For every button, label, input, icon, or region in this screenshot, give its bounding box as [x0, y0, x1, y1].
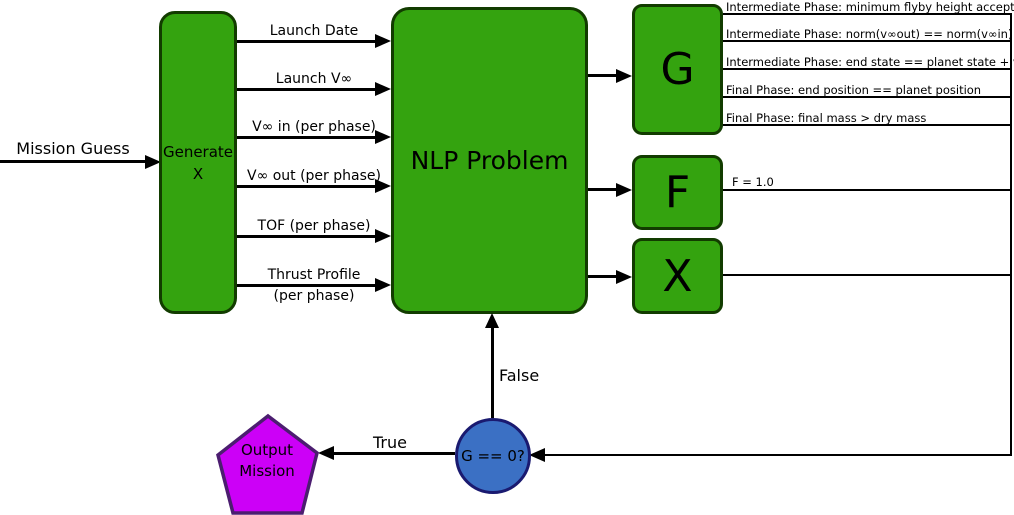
input-label-tof: TOF (per phase)	[257, 218, 371, 234]
nlp-to-g-arrowhead-icon	[616, 69, 632, 83]
constraint-label-4: Final Phase: end position == planet posi…	[726, 83, 982, 97]
f-node: F	[632, 155, 723, 230]
input-label-vinf-out: V∞ out (per phase)	[247, 168, 381, 184]
mission-guess-arrowhead-icon	[145, 155, 161, 169]
input-arrowhead-vinf-in-icon	[375, 130, 391, 144]
constraint-label-5: Final Phase: final mass > dry mass	[726, 111, 927, 125]
feedback-vertical-line	[1010, 13, 1012, 456]
nlp-to-g-arrow-line	[588, 74, 617, 77]
true-arrowhead-icon	[318, 446, 334, 460]
decision-label: G == 0?	[461, 447, 525, 465]
g-node-label: G	[660, 44, 695, 95]
input-label-launch-date: Launch Date	[269, 23, 359, 39]
nlp-to-x-arrow-line	[588, 275, 617, 278]
output-mission-label-line1: Output	[240, 441, 294, 459]
mission-guess-arrow-line	[0, 160, 145, 163]
input-arrowhead-vinf-out-icon	[375, 179, 391, 193]
false-label: False	[499, 366, 540, 385]
g-node: G	[632, 4, 723, 135]
nlp-problem-label: NLP Problem	[410, 146, 569, 175]
generate-x-node: Generate X	[159, 11, 237, 314]
f-node-label: F	[664, 167, 691, 218]
input-arrow-line-launch-date	[237, 40, 375, 43]
false-arrowhead-icon	[485, 313, 499, 328]
input-arrow-line-launch-vinf	[237, 88, 375, 91]
generate-x-label-line1: Generate	[162, 142, 234, 161]
input-arrow-line-vinf-out	[237, 185, 375, 188]
decision-node: G == 0?	[455, 418, 531, 494]
input-arrow-line-tof	[237, 235, 375, 238]
false-arrow-line	[491, 327, 494, 418]
input-arrowhead-launch-date-icon	[375, 34, 391, 48]
input-label-thrust-line2: (per phase)	[273, 288, 355, 304]
input-label-vinf-in: V∞ in (per phase)	[252, 119, 376, 135]
mission-guess-label: Mission Guess	[16, 139, 130, 158]
constraint-line-1	[723, 13, 1012, 15]
x-node: X	[632, 238, 723, 314]
true-label: True	[373, 433, 407, 452]
constraint-line-4	[723, 96, 1012, 98]
x-node-label: X	[662, 250, 693, 302]
input-arrow-line-thrust	[237, 284, 375, 287]
output-mission-label: Output Mission	[221, 440, 313, 482]
generate-x-label-line2: X	[192, 164, 204, 183]
constraint-line-5	[723, 124, 1012, 126]
true-arrow-line	[334, 452, 455, 455]
input-label-launch-vinf: Launch V∞	[275, 71, 353, 87]
constraint-line-2	[723, 40, 1012, 42]
input-arrowhead-launch-vinf-icon	[375, 82, 391, 96]
output-mission-pentagon	[216, 413, 319, 515]
feedback-return-line	[545, 454, 1011, 456]
x-output-line	[723, 274, 1012, 276]
input-arrowhead-tof-icon	[375, 229, 391, 243]
input-label-thrust: Thrust Profile	[267, 267, 361, 283]
nlp-to-f-arrowhead-icon	[616, 183, 632, 197]
nlp-problem-node: NLP Problem	[391, 7, 588, 314]
output-mission-label-line2: Mission	[239, 462, 295, 480]
constraint-label-2: Intermediate Phase: norm(v∞out) == norm(…	[726, 27, 1013, 41]
feedback-arrowhead-icon	[529, 448, 545, 462]
constraint-label-1: Intermediate Phase: minimum flyby height…	[726, 0, 1014, 14]
input-arrow-line-vinf-in	[237, 136, 375, 139]
f-output-line	[723, 189, 1012, 191]
constraint-line-3	[723, 68, 1012, 70]
f-value-label: F = 1.0	[732, 175, 774, 189]
constraint-label-3: Intermediate Phase: end state == planet …	[726, 55, 1014, 69]
pentagon-shape	[216, 413, 319, 515]
nlp-to-x-arrowhead-icon	[616, 270, 632, 284]
nlp-to-f-arrow-line	[588, 188, 617, 191]
input-arrowhead-thrust-icon	[375, 278, 391, 292]
